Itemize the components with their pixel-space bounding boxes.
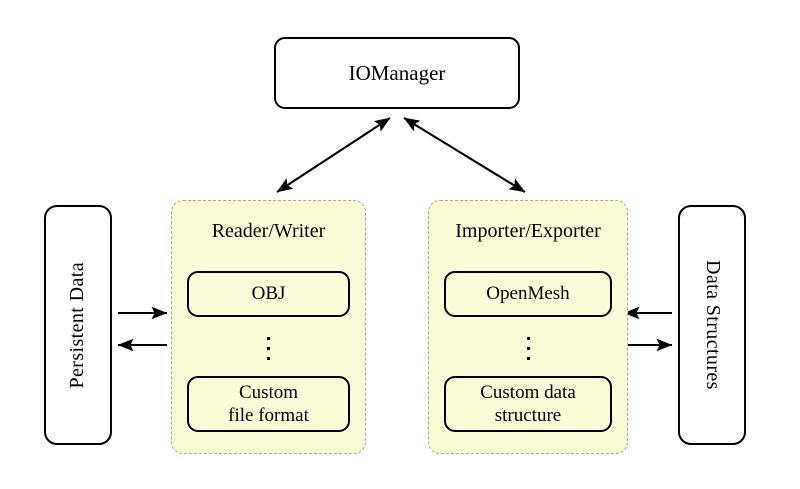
ellipsis-importer-exporter: [429, 327, 627, 369]
group-reader-writer[interactable]: Reader/Writer OBJ Custom file format: [171, 200, 366, 454]
connector-iomanager-importer-exporter: [403, 117, 526, 193]
node-openmesh-label: OpenMesh: [486, 283, 570, 305]
node-iomanager[interactable]: IOManager: [274, 37, 520, 109]
node-data-structures[interactable]: Data Structures: [678, 205, 746, 445]
node-iomanager-label: IOManager: [348, 60, 446, 85]
ellipsis-reader-writer: [172, 327, 365, 369]
node-custom-data-structure-label: Custom data structure: [480, 381, 576, 427]
group-importer-exporter[interactable]: Importer/Exporter OpenMesh Custom data s…: [428, 200, 628, 454]
connector-iomanager-reader-writer: [276, 117, 391, 193]
node-data-structures-label: Data Structures: [701, 260, 724, 390]
group-importer-exporter-title: Importer/Exporter: [455, 220, 601, 242]
node-custom-file-format-line2: file format: [228, 405, 309, 426]
node-openmesh[interactable]: OpenMesh: [444, 271, 612, 317]
node-custom-data-structure[interactable]: Custom data structure: [444, 376, 612, 432]
node-persistent-data-label: Persistent Data: [66, 261, 89, 389]
node-custom-file-format[interactable]: Custom file format: [187, 376, 350, 432]
node-obj-label: OBJ: [251, 283, 286, 305]
node-custom-file-format-line1: Custom: [238, 381, 299, 403]
node-obj[interactable]: OBJ: [187, 271, 350, 317]
node-custom-data-structure-line1: Custom data: [480, 381, 576, 403]
group-reader-writer-title: Reader/Writer: [211, 220, 326, 242]
node-custom-data-structure-line2: structure: [494, 405, 562, 426]
node-custom-file-format-label: Custom file format: [228, 381, 309, 427]
node-persistent-data[interactable]: Persistent Data: [44, 205, 112, 445]
